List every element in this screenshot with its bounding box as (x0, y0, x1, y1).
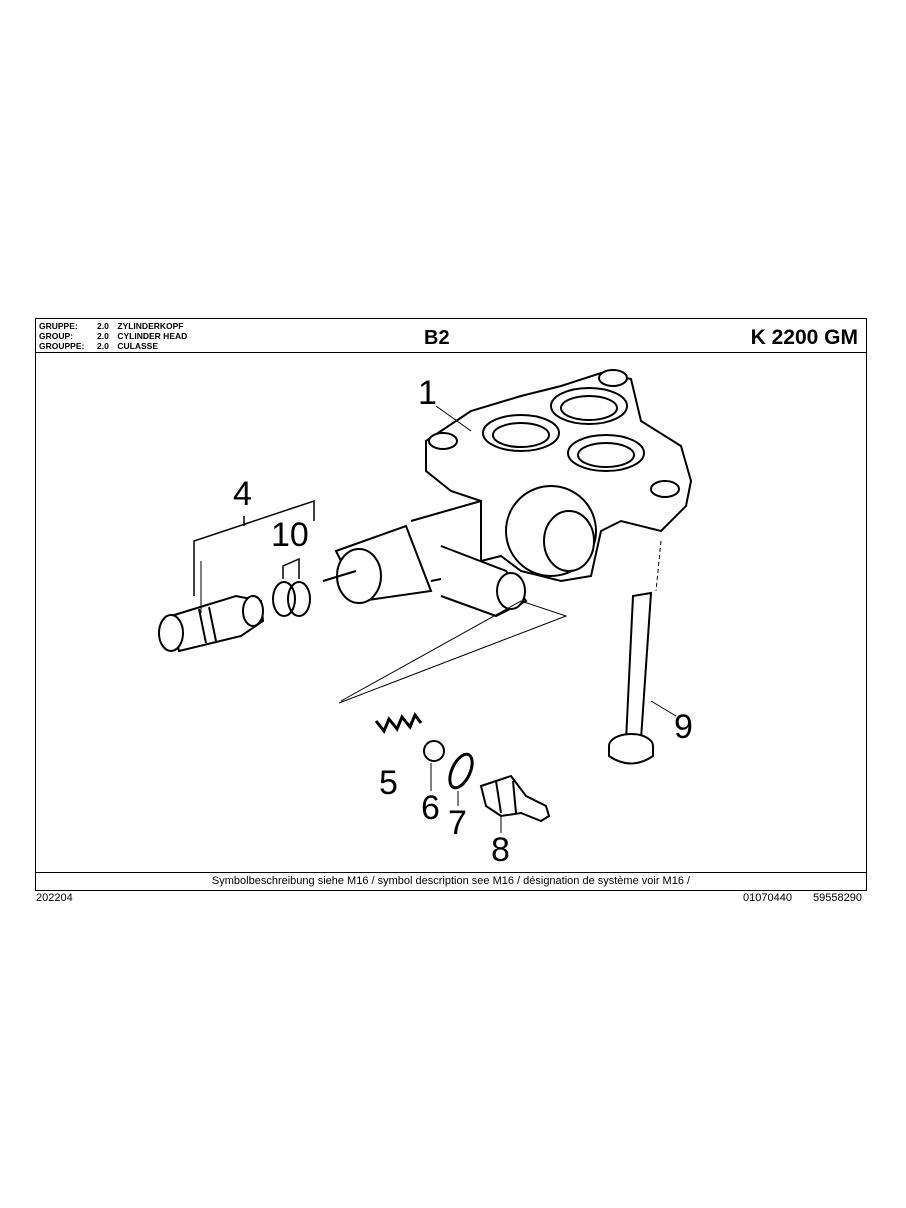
symbol-note: Symbolbeschreibung siehe M16 / symbol de… (36, 872, 866, 890)
date-code: 202204 (36, 892, 73, 904)
title-block: GRUPPE:2.0 ZYLINDERKOPF GROUP:2.0 CYLIND… (36, 319, 866, 353)
callout-5: 5 (379, 764, 398, 802)
callout-6: 6 (421, 789, 440, 827)
part-1-cylinder-head (334, 369, 693, 618)
group-line-en: GROUP:2.0 CYLINDER HEAD (39, 331, 188, 341)
callout-4: 4 (233, 475, 252, 513)
sheet-code: B2 (424, 327, 450, 349)
part-6-ball (423, 740, 445, 762)
callout-9: 9 (674, 708, 693, 746)
callout-1: 1 (418, 374, 437, 412)
bracket-4 (193, 499, 315, 596)
drawing-frame: GRUPPE:2.0 ZYLINDERKOPF GROUP:2.0 CYLIND… (35, 318, 867, 891)
group-labels: GRUPPE:2.0 ZYLINDERKOPF GROUP:2.0 CYLIND… (39, 321, 187, 351)
callout-7: 7 (448, 804, 467, 842)
part-8-fitting (479, 774, 551, 823)
part-number: 59558290 (813, 892, 862, 904)
callout-10: 10 (271, 516, 309, 554)
group-line-fr: GROUPPE:2.0 CULASSE (39, 341, 158, 351)
callout-8: 8 (491, 831, 510, 869)
assembly-path-line (338, 600, 568, 704)
model-name: K 2200 GM (750, 326, 858, 349)
group-line-de: GRUPPE:2.0 ZYLINDERKOPF (39, 321, 184, 331)
part-7-o-ring (448, 752, 474, 790)
leader-line (322, 570, 357, 582)
part-4-valve (158, 594, 265, 653)
part-9-bolt (608, 591, 654, 765)
part-5-spring (374, 712, 423, 734)
part-10-rings (272, 581, 311, 617)
exploded-parts-diagram: 1 4 10 5 6 7 8 9 (158, 369, 693, 869)
doc-number: 01070440 (743, 892, 792, 904)
